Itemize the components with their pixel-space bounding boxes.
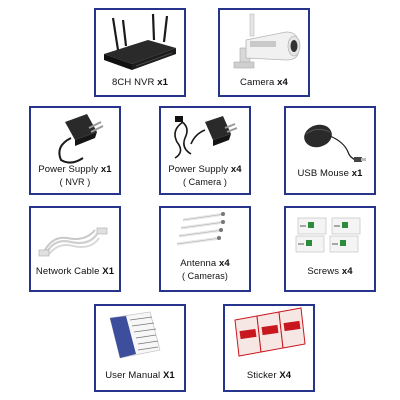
mouse-icon [304,124,366,162]
item-card-power-supply-camera: Power Supply x4( Camera ) [159,106,251,195]
sticker-sheet-icon [234,307,306,357]
screws-icon [295,217,361,253]
item-card-network-cable: Network Cable X1 [29,206,121,292]
item-subtitle: ( NVR ) [59,177,91,187]
item-subtitle: ( Cameras) [181,271,228,281]
item-name: Power Supply [168,164,229,175]
item-qty: X4 [279,370,292,381]
item-qty: X1 [102,266,115,277]
item-qty: X1 [162,370,175,381]
item-name: Antenna [180,258,217,269]
item-name: Network Cable [35,266,100,277]
item-name: Camera [240,77,275,88]
item-card-nvr: 8CH NVR x1 [94,8,186,97]
nvr-recorder-icon [104,13,176,70]
item-name: Sticker [246,370,277,381]
item-card-screws: Screws x4 [284,206,376,292]
item-name: USB Mouse [297,168,350,179]
item-qty: x1 [157,77,168,88]
item-card-usb-mouse: USB Mouse x1 [284,106,376,195]
item-name: Screws [307,266,340,277]
item-card-user-manual: User Manual X1 [94,304,186,392]
item-qty: x4 [219,258,230,269]
item-qty: x4 [277,77,288,88]
item-card-camera: Camera x4 [218,8,310,97]
item-qty: x1 [100,164,112,175]
item-qty: x4 [341,266,353,277]
item-qty: x1 [351,168,363,179]
item-qty: x4 [230,164,242,175]
item-card-sticker: Sticker X4 [223,304,315,392]
manual-booklet-icon [109,311,161,359]
item-name: 8CH NVR [112,77,155,88]
item-card-power-supply-nvr: Power Supply x1 ( NVR ) [29,106,121,195]
item-subtitle: ( Camera ) [182,177,227,187]
bullet-camera-icon [233,13,301,69]
power-adapter-icon [174,116,238,159]
item-card-antenna: Antenna x4 ( Cameras) [159,206,251,292]
item-name: Power Supply [38,164,99,175]
item-name: User Manual [105,370,161,381]
network-cable-icon [38,227,108,257]
power-adapter-icon [58,114,104,164]
antenna-icon [176,212,226,246]
